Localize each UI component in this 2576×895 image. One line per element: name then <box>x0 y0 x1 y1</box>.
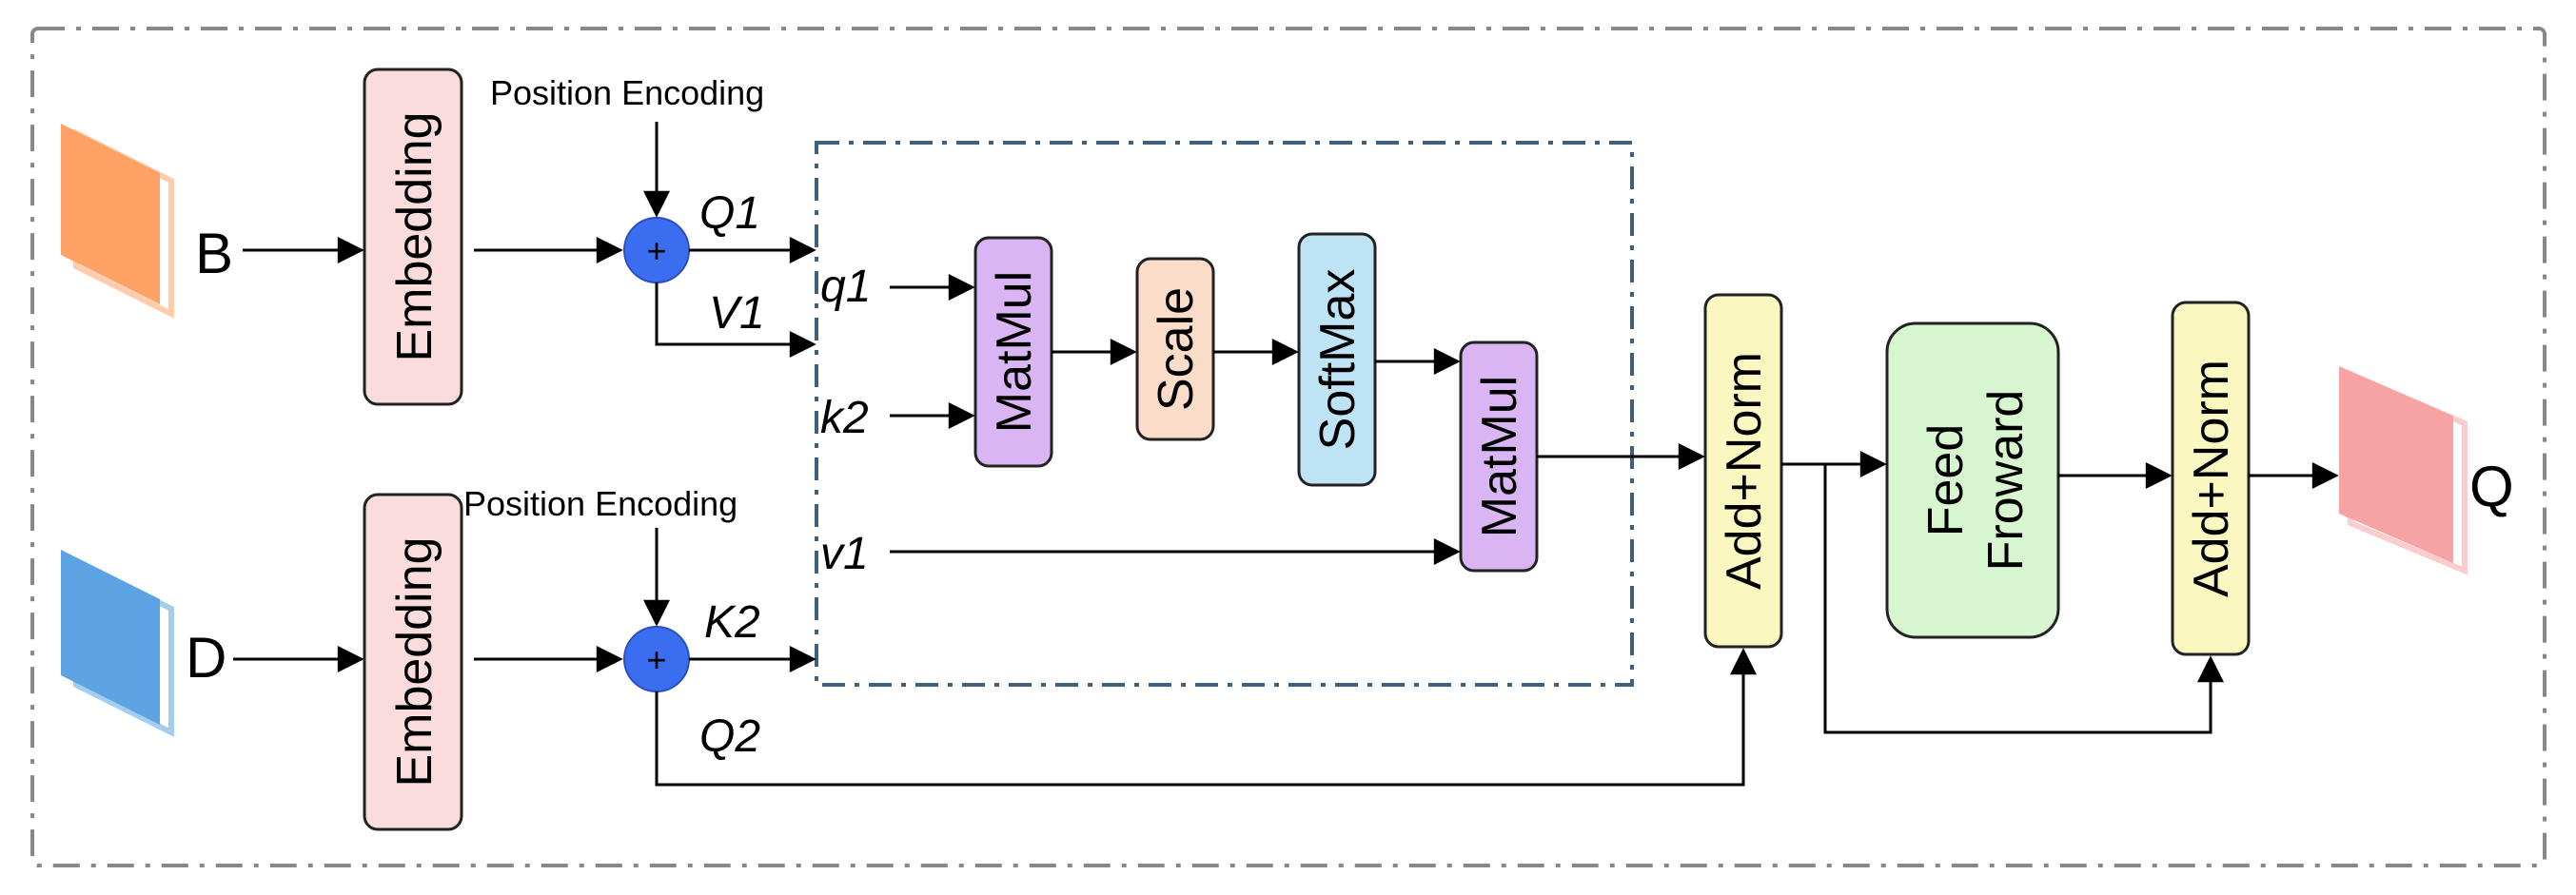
connectors <box>233 122 2339 787</box>
svg-text:Add+Norm: Add+Norm <box>1717 352 1772 590</box>
output-q-label: Q <box>2469 455 2514 518</box>
arrow-residual-to-addnorm2 <box>1823 464 2224 734</box>
edge-label-v1-lower: v1 <box>820 529 869 579</box>
edge-label-q2-upper: Q2 <box>699 711 760 762</box>
position-encoding-top: Position Encoding <box>490 73 764 112</box>
svg-text:MatMul: MatMul <box>1472 376 1527 537</box>
arrow-q2-residual <box>655 648 1757 787</box>
matmul-1-block: MatMul <box>973 236 1053 468</box>
svg-text:+: + <box>646 640 666 679</box>
input-b-icon <box>61 124 174 319</box>
svg-text:MatMul: MatMul <box>987 271 1042 433</box>
input-d-label: D <box>186 626 226 690</box>
add-norm-1-block: Add+Norm <box>1703 293 1783 649</box>
edge-label-k2-upper: K2 <box>704 597 760 648</box>
adder-bottom: + <box>623 626 690 692</box>
outer-frame <box>30 27 2547 867</box>
softmax-block: SoftMax <box>1297 232 1377 487</box>
edge-label-q1-lower: q1 <box>820 262 871 312</box>
feed-forward-block: Feed Froward <box>1885 321 2060 639</box>
svg-text:+: + <box>646 231 666 270</box>
svg-text:Embedding: Embedding <box>387 536 442 787</box>
attention-frame <box>815 141 1634 687</box>
input-b-label: B <box>195 222 233 285</box>
svg-text:Scale: Scale <box>1149 287 1204 411</box>
output-q-icon <box>2339 366 2468 575</box>
scale-block: Scale <box>1135 257 1215 441</box>
svg-text:Feed: Feed <box>1918 424 1974 537</box>
svg-text:Froward: Froward <box>1978 390 2034 572</box>
matmul-2-block: MatMul <box>1459 340 1539 573</box>
edge-label-v1-upper: V1 <box>709 288 765 339</box>
position-encoding-bottom: Position Encoding <box>463 484 737 523</box>
svg-text:Add+Norm: Add+Norm <box>2184 360 2239 597</box>
arrow-v1-out <box>655 282 816 358</box>
svg-text:SoftMax: SoftMax <box>1310 269 1366 451</box>
embedding-bottom-block: Embedding <box>363 493 463 831</box>
add-norm-2-block: Add+Norm <box>2171 301 2251 656</box>
edge-label-k2-lower: k2 <box>820 393 869 443</box>
svg-text:Embedding: Embedding <box>387 111 442 361</box>
adder-top: + <box>623 217 690 283</box>
edge-label-q1-upper: Q1 <box>699 188 760 239</box>
embedding-top-block: Embedding <box>363 68 463 406</box>
input-d-icon <box>61 550 174 737</box>
